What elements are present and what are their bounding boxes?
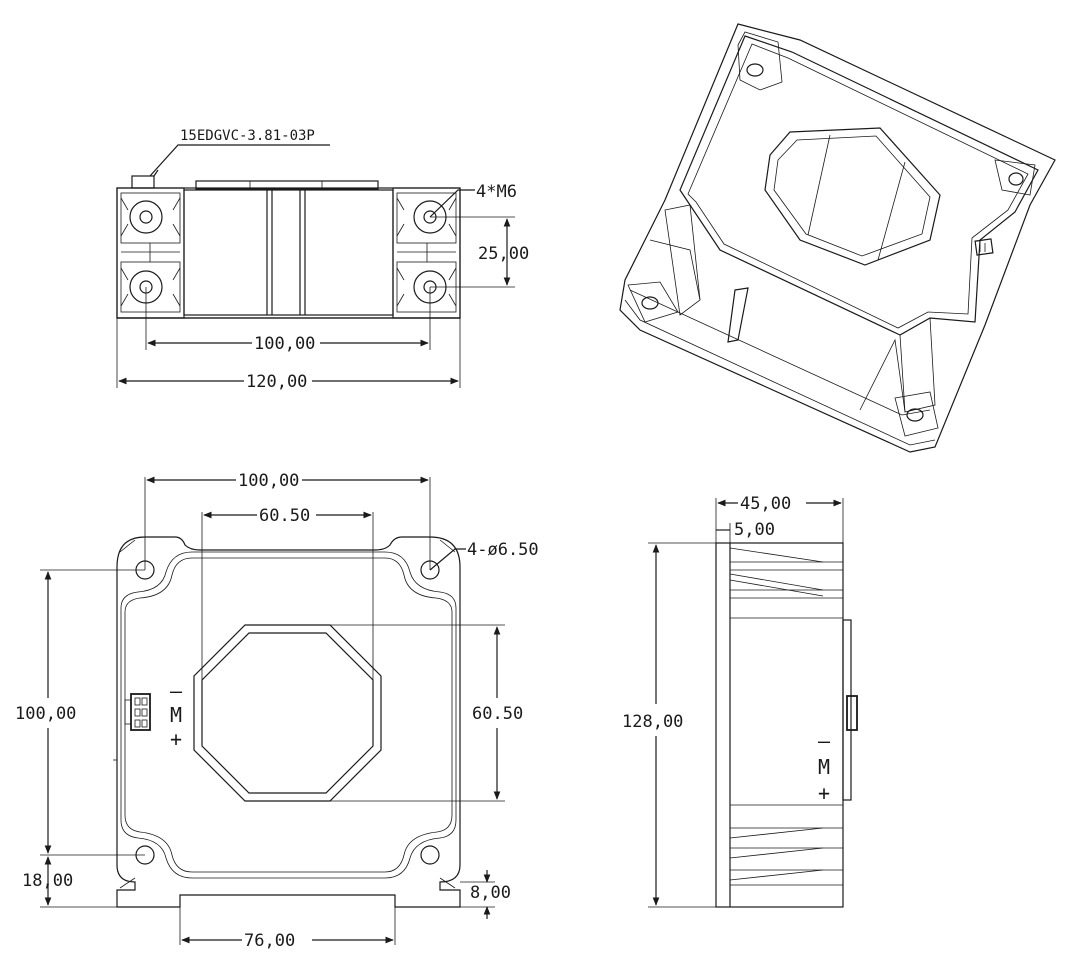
dim-bottom-offset: 18,00 <box>22 871 73 891</box>
front-view: – M + 100,00 60.50 4-ø6.50 100,00 60.50 <box>15 471 539 951</box>
dim-terminal-spacing-h: 100,00 <box>254 334 315 354</box>
polarity-minus-mark: – <box>170 679 183 703</box>
side-view: – M + 45,00 5,00 128,00 <box>622 494 858 908</box>
dim-foot-width: 76,00 <box>244 931 295 951</box>
dim-overall-width: 120,00 <box>246 372 307 392</box>
side-polarity-minus-mark: – <box>818 729 831 753</box>
side-measurement-m-mark: M <box>818 755 830 779</box>
dim-foot-height: 8,00 <box>470 883 511 903</box>
hole-thread-label: 4*M6 <box>476 182 517 202</box>
mount-hole-label: 4-ø6.50 <box>467 540 539 560</box>
dim-mount-spacing-v: 100,00 <box>15 704 76 724</box>
side-polarity-plus-mark: + <box>818 781 830 805</box>
top-view: 15EDGVC-3.81-03P <box>116 128 529 392</box>
terminal-block-left <box>120 192 181 313</box>
dim-mount-spacing: 100,00 <box>238 471 299 491</box>
dim-side-height: 128,00 <box>622 712 683 732</box>
terminal-block-right <box>396 192 457 313</box>
polarity-plus-mark: + <box>170 727 182 751</box>
dim-aperture-height: 60.50 <box>472 704 523 724</box>
dim-side-flange: 5,00 <box>734 520 775 540</box>
isometric-view <box>619 23 1056 453</box>
measurement-m-mark: M <box>170 703 182 727</box>
connector-label: 15EDGVC-3.81-03P <box>180 128 315 144</box>
dim-aperture-width: 60.50 <box>259 506 310 526</box>
dim-side-depth: 45,00 <box>740 494 791 514</box>
dim-terminal-spacing-v: 25,00 <box>478 244 529 264</box>
